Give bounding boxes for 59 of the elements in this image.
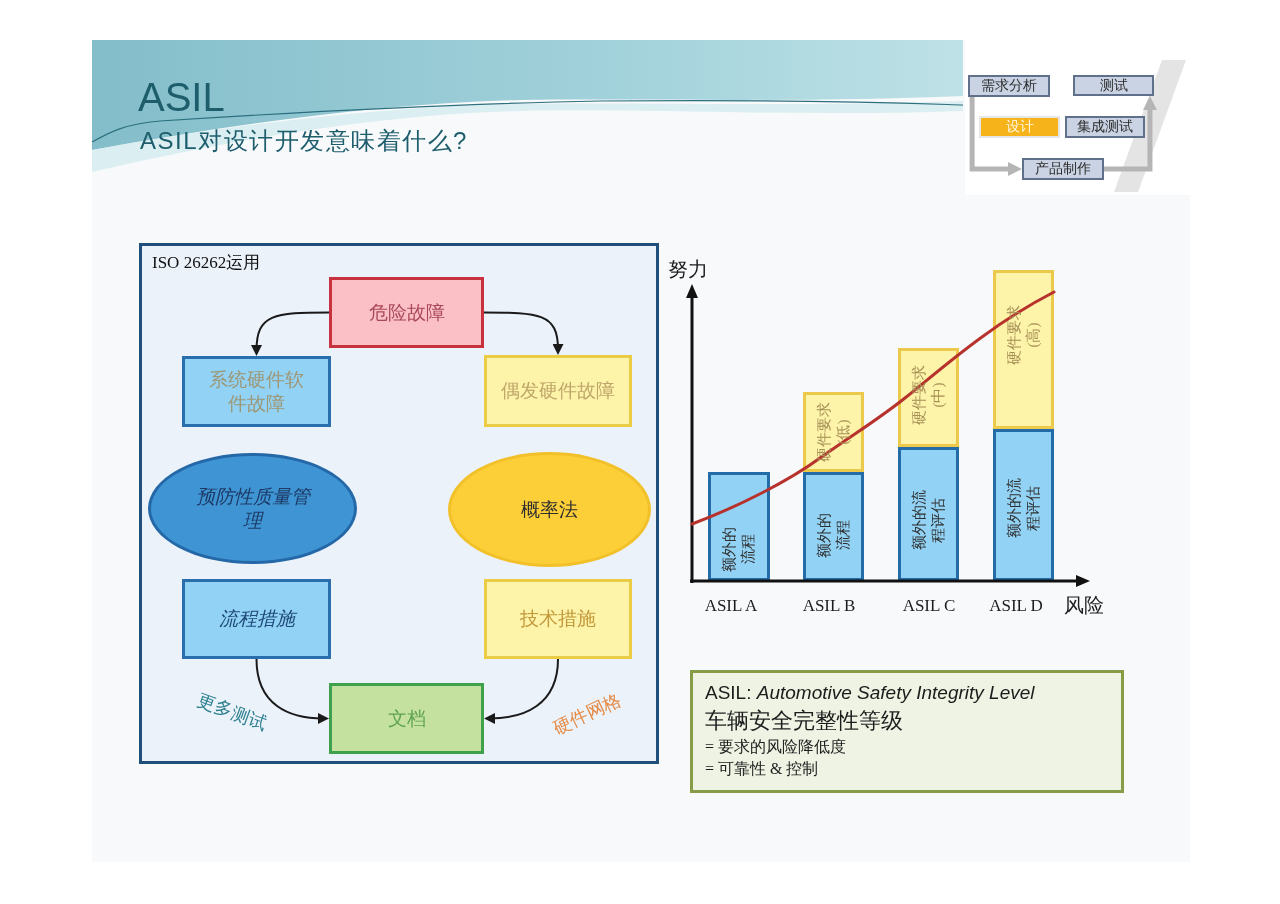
definition-panel	[690, 670, 1124, 793]
bar-segment	[993, 429, 1054, 581]
concept-label: 危险故障	[368, 300, 445, 325]
bar-segment	[993, 270, 1054, 429]
effort-label: 硬件要求(低)	[814, 401, 852, 464]
bar-segment	[898, 348, 959, 447]
concept-box	[484, 579, 632, 659]
axis-title: 风险	[1064, 593, 1104, 618]
axis-label: ASIL D	[989, 595, 1043, 617]
definition-text: 车辆安全完整性等级	[705, 707, 903, 735]
concept-box	[484, 355, 632, 427]
arrow	[251, 311, 330, 356]
bar-segment	[708, 472, 770, 581]
effort-label: 额外的流程	[720, 525, 757, 573]
concept-box	[329, 683, 484, 754]
effort-label: 额外的流程评估	[1004, 477, 1042, 540]
phase-box	[1065, 116, 1145, 138]
phase-label: 产品制作	[1035, 161, 1091, 177]
concept-box	[182, 356, 331, 427]
slide-title: ASIL	[138, 74, 225, 120]
edge-label: 硬件网格	[549, 688, 625, 740]
effort-label: 硬件要求(中)	[909, 364, 947, 427]
effort-label: 硬件要求(高)	[1004, 304, 1042, 367]
panel-frame	[139, 243, 659, 764]
bar-segment	[803, 392, 864, 472]
subtitle: ASIL对设计开发意味着什么?	[140, 126, 468, 156]
axis-label: ASIL B	[802, 595, 856, 617]
arrow	[255, 658, 329, 724]
edge-label: 更多测试	[194, 689, 270, 735]
concept-label: 文档	[387, 706, 426, 731]
concept-box	[182, 579, 331, 659]
concept-label: 概率法	[521, 497, 578, 522]
phase-label: 测试	[1099, 77, 1128, 94]
phase-box	[1022, 158, 1104, 180]
concept-box	[329, 277, 484, 348]
phase-box	[979, 116, 1060, 138]
concept-label: 系统硬件软件故障	[208, 367, 305, 416]
arrow	[484, 658, 559, 724]
concept-label: 技术措施	[520, 607, 596, 631]
axis-label: ASIL C	[902, 595, 956, 617]
arrow	[969, 97, 1022, 176]
effort-label: 额外的流程	[814, 511, 852, 559]
bar-segment	[803, 472, 864, 581]
definition-text: = 要求的风险降低度	[705, 737, 847, 757]
definition-text: = 可靠性 & 控制	[705, 759, 819, 779]
panel-title: ISO 26262运用	[152, 252, 261, 274]
phase-label: 集成测试	[1077, 119, 1133, 135]
concept-label: 偶发硬件故障	[501, 379, 615, 403]
phase-box	[968, 75, 1050, 97]
definition-title: ASIL: Automotive Safety Integrity Level	[705, 681, 1035, 705]
effort-label: 额外的流程评估	[909, 489, 947, 552]
arrow	[1104, 96, 1157, 172]
axis-label: ASIL A	[704, 595, 758, 617]
bar-segment	[898, 447, 959, 581]
axis-title: 努力	[668, 257, 708, 282]
phase-label: 需求分析	[981, 78, 1037, 94]
phase-box	[1073, 75, 1154, 96]
arrow	[483, 311, 564, 355]
phase-label: 设计	[1005, 119, 1034, 135]
